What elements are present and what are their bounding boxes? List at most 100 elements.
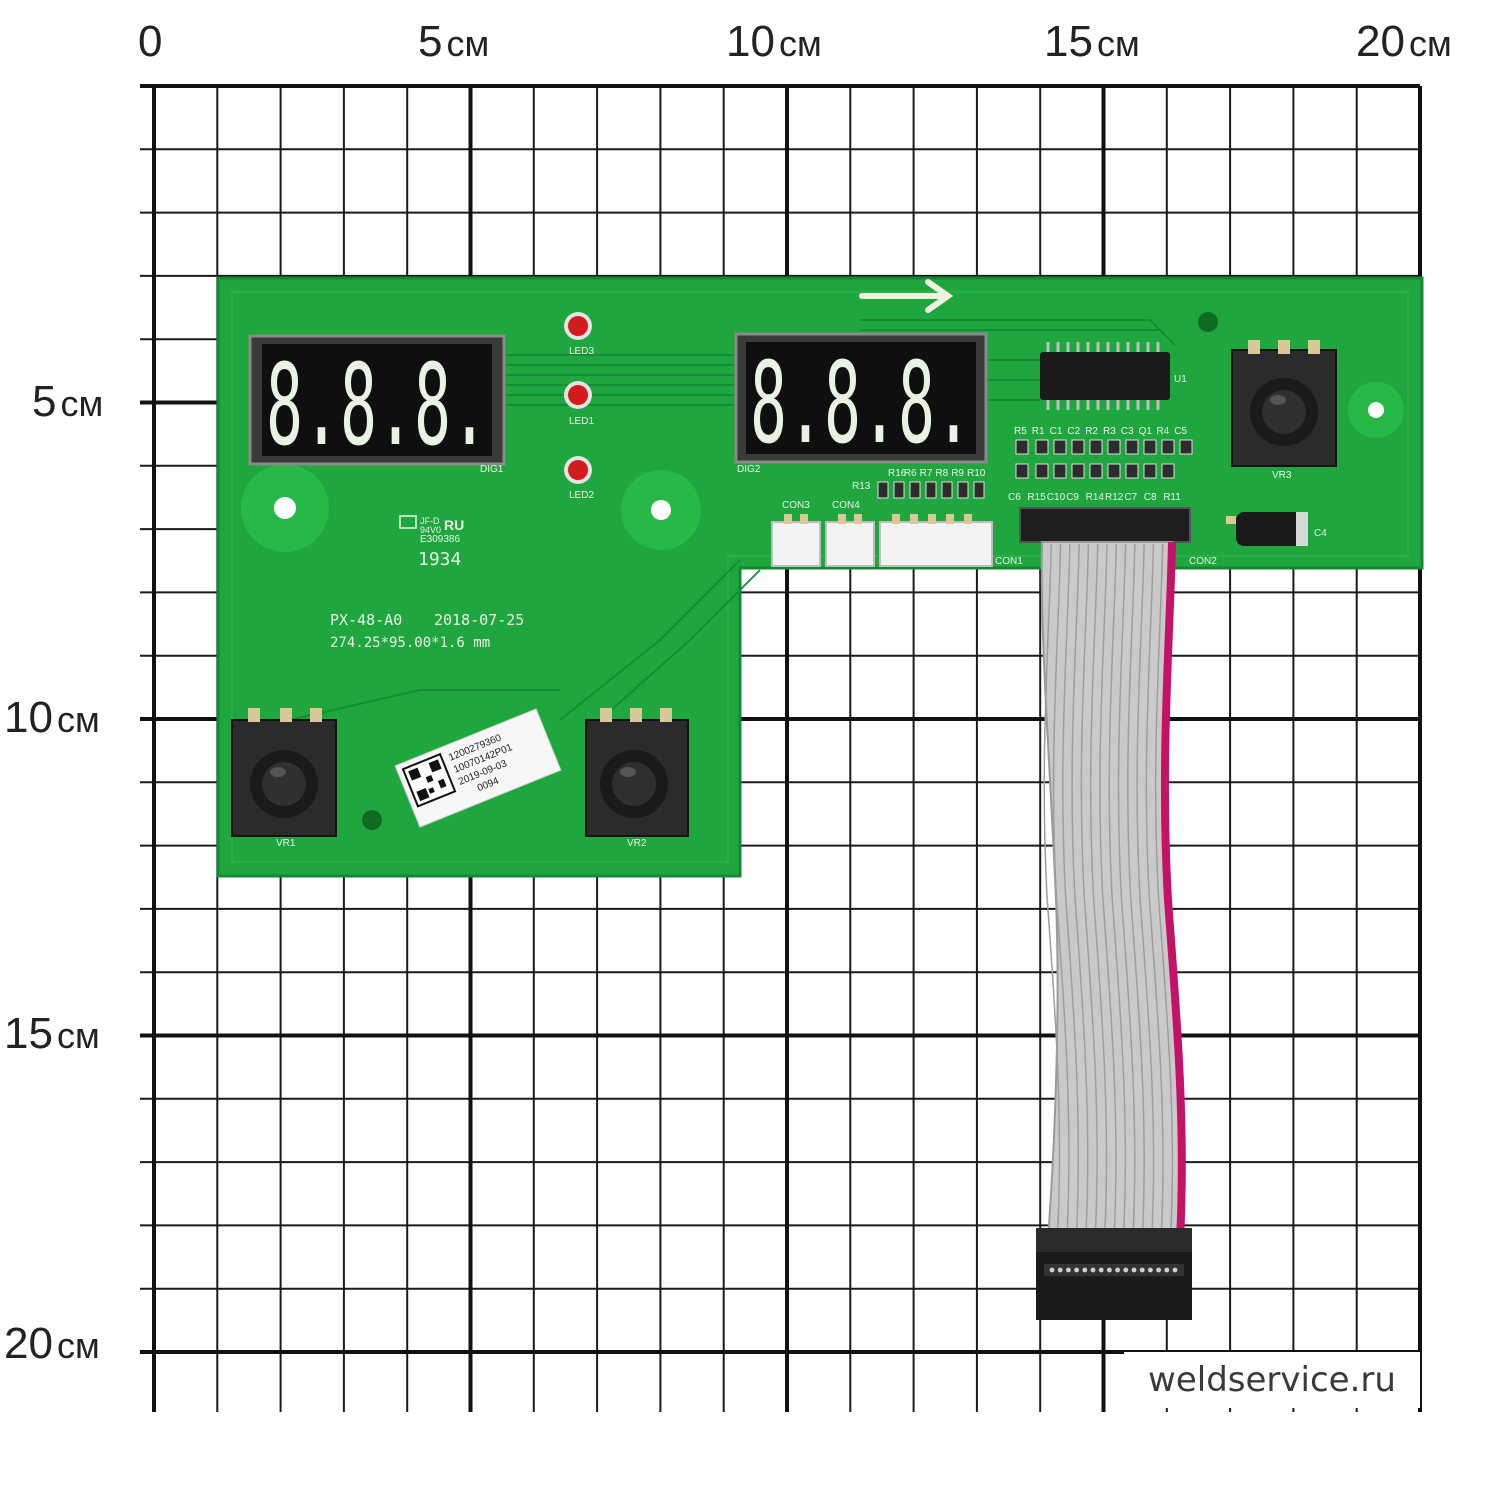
led-2 (564, 456, 592, 484)
smd-label: R5 (1014, 426, 1027, 437)
capacitor-c4 (1226, 512, 1308, 546)
connector-pin (1115, 1267, 1120, 1273)
connector-pin (1090, 1267, 1096, 1273)
smd-label: R7 (920, 468, 933, 479)
board-dimensions: 274.25*95.00*1.6 mm (330, 635, 490, 651)
connector-pin (1172, 1267, 1178, 1273)
connector-pin (1066, 1267, 1071, 1273)
connector-pin (1148, 1267, 1153, 1273)
led2-label: LED2 (569, 490, 594, 501)
smd-label: C2 (1067, 426, 1080, 437)
con3-label: CON3 (782, 500, 810, 511)
smd-label: C1 (1050, 426, 1063, 437)
mount-hole (1348, 382, 1404, 438)
led-1 (564, 381, 592, 409)
batch-code: 1934 (418, 549, 461, 570)
certification-mark: JF-D 94V0 RU (399, 515, 464, 535)
ruler-top-0: 0 (138, 17, 163, 66)
connector-pin (1098, 1267, 1104, 1273)
con4-label: CON4 (832, 500, 860, 511)
con1-label: CON1 (995, 556, 1023, 567)
r13-label: R13 (852, 481, 871, 492)
connector-pin (1057, 1267, 1063, 1273)
smd-label: R12 (1105, 492, 1124, 503)
connector-con3 (771, 514, 821, 567)
potentiometer-vr3 (1231, 340, 1337, 467)
led-3 (564, 312, 592, 340)
seven-segment-display-dig1: 8.8.8. (248, 334, 506, 471)
led1-label: LED1 (569, 416, 594, 427)
smd-label: C5 (1174, 426, 1187, 437)
smd-label: R3 (1103, 426, 1116, 437)
connector-con2 (1019, 507, 1191, 543)
ribbon-wire (1071, 543, 1089, 1239)
ribbon-wire (1089, 543, 1108, 1239)
svg-text:94V0: 94V0 (420, 525, 441, 535)
ribbon-wire (1108, 543, 1127, 1239)
vr2-label: VR2 (627, 838, 647, 849)
ribbon-wire (1052, 543, 1070, 1239)
smd-label: Q1 (1139, 426, 1153, 437)
seven-segment-display-dig2: 8.8.8. (734, 332, 988, 469)
smd-label: R6 (904, 468, 917, 479)
ribbon-end-connector (1036, 1228, 1192, 1320)
connector-pin (1107, 1267, 1112, 1273)
ribbon-wire (1136, 543, 1155, 1239)
ribbon-cable (1036, 541, 1192, 1320)
mount-hole (241, 464, 329, 552)
c4-label: C4 (1314, 528, 1327, 539)
ribbon-wire (1117, 543, 1136, 1239)
smd-label: R9 (951, 468, 964, 479)
connector-pin (1049, 1267, 1055, 1273)
dig2-label: DIG2 (737, 464, 761, 475)
svg-text:RU: RU (444, 517, 464, 533)
ic-chip-u1 (1040, 342, 1170, 410)
ribbon-wire (1080, 543, 1098, 1239)
dig2-digits: 8.8.8. (750, 339, 972, 469)
smd-label: R8 (935, 468, 948, 479)
dig1-label: DIG1 (480, 464, 504, 475)
pcb-board: 8.8.8. DIG1 8.8.8. DIG2 LED3 LED1 LED2 J… (216, 276, 1424, 878)
ribbon-wire (1127, 543, 1145, 1239)
dig1-digits: 8.8.8. (266, 341, 488, 471)
smd-label: C7 (1124, 492, 1137, 503)
connector-pin (1131, 1267, 1137, 1273)
connector-pin (1164, 1267, 1170, 1273)
smd-label: C3 (1121, 426, 1134, 437)
u1-label: U1 (1174, 374, 1187, 385)
certification-code: E309386 (420, 534, 460, 545)
connector-con1 (879, 514, 993, 567)
smd-label: C6 (1008, 492, 1021, 503)
direction-arrow-icon (859, 279, 954, 313)
connector-pin (1139, 1267, 1145, 1273)
board-date: 2018-07-25 (434, 611, 524, 629)
ribbon-wire (1154, 543, 1174, 1239)
ribbon-wire (1043, 543, 1061, 1239)
ribbon-wire (1062, 543, 1080, 1239)
smd-label: C10 (1047, 492, 1066, 503)
connector-pin (1156, 1267, 1161, 1273)
vr1-label: VR1 (276, 838, 296, 849)
vr3-label: VR3 (1272, 470, 1292, 481)
serial-sticker: 1200279360 10070142P01 2019-09-03 0094 (394, 708, 562, 828)
smd-label: R2 (1085, 426, 1098, 437)
smd-label: R11 (1163, 492, 1181, 503)
ribbon-wire (1145, 543, 1164, 1239)
svg-text:JF-D: JF-D (420, 516, 440, 526)
smd-components (877, 439, 1193, 499)
smd-label: C9 (1066, 492, 1079, 503)
board-model: PX-48-A0 (330, 611, 402, 629)
qr-code-icon (401, 752, 457, 808)
connector-pin (1082, 1267, 1088, 1273)
